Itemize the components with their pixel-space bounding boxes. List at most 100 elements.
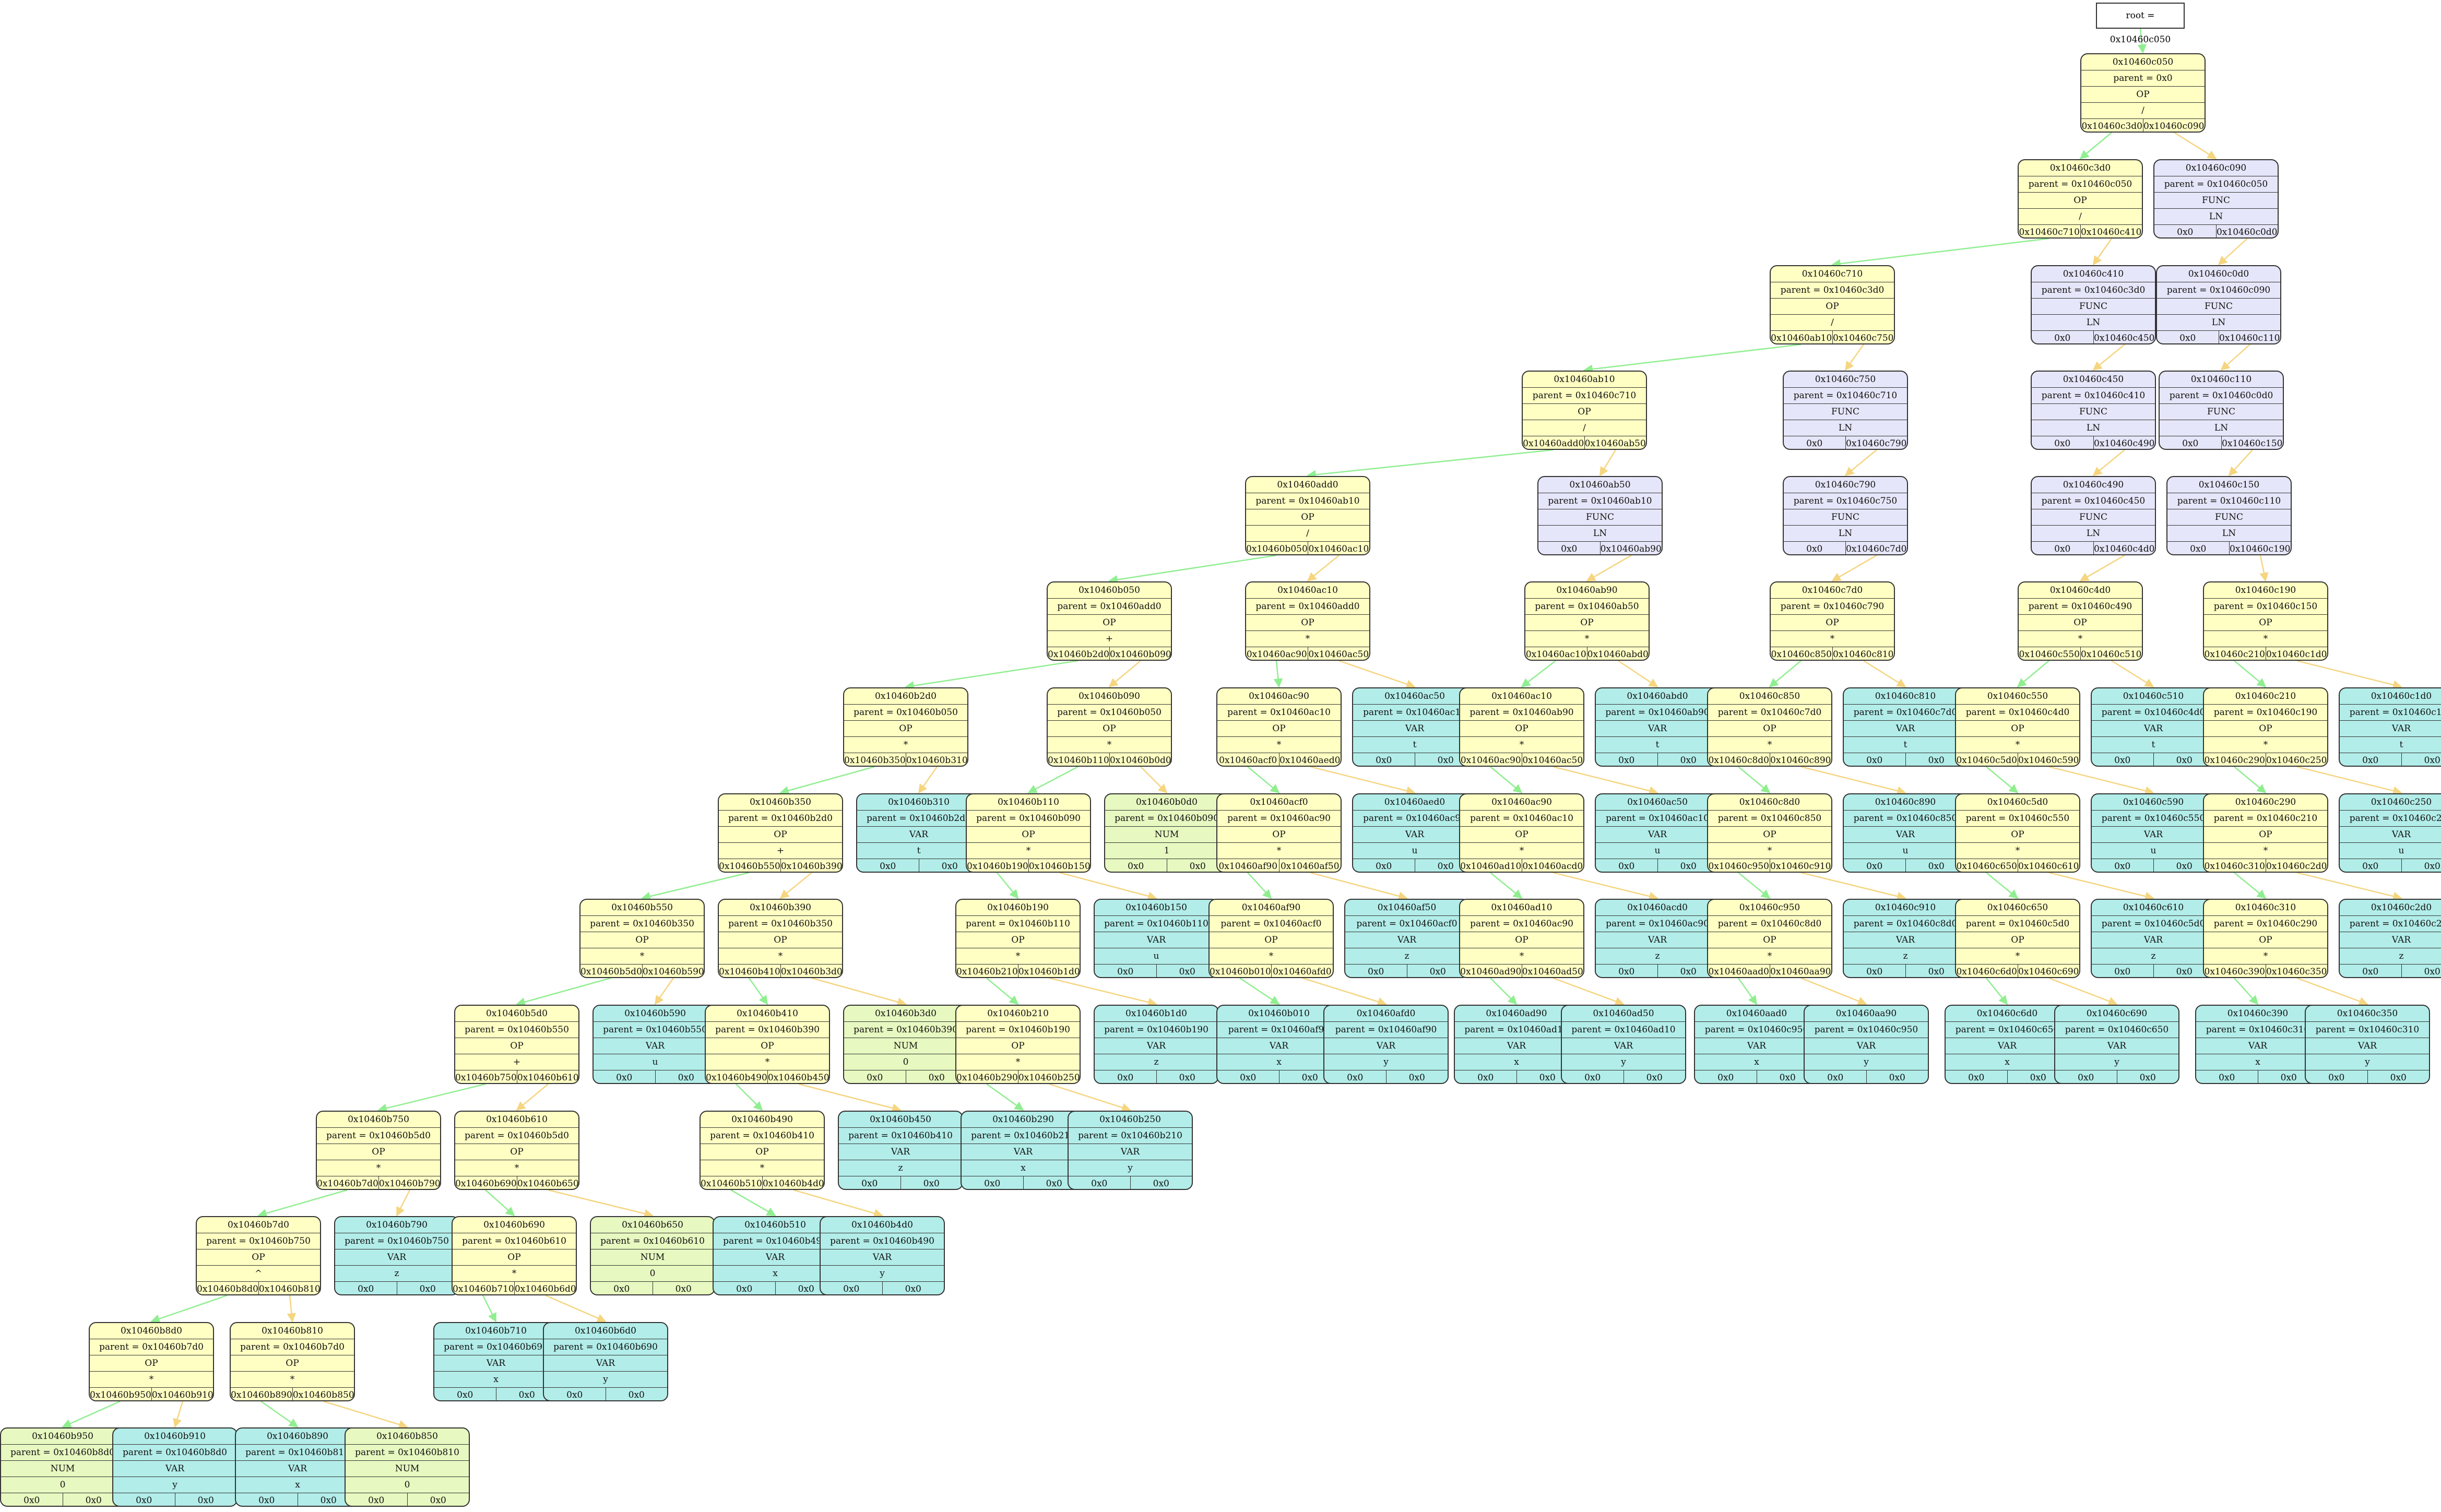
node-parent: parent = 0x10460b110: [1095, 916, 1218, 932]
root-label: root = 0x10460c050: [2096, 3, 2185, 45]
node-id: 0x10460b2d0: [844, 688, 967, 705]
node-left-child: 0x10460b490: [706, 1073, 767, 1083]
node-parent: parent = 0x10460ac10: [1596, 811, 1719, 827]
node-left-child: 0x10460c390: [2204, 967, 2265, 977]
node-type: VAR: [2092, 721, 2215, 737]
node-value: *: [1956, 948, 2079, 965]
node-parent: parent = 0x10460b350: [580, 916, 704, 932]
node-id: 0x10460b210: [956, 1006, 1080, 1022]
node-right-child: 0x10460acd0: [1521, 859, 1584, 872]
node-parent: parent = 0x10460c0d0: [2160, 388, 2283, 404]
node-id: 0x10460b690: [453, 1217, 576, 1233]
node-type: OP: [1708, 932, 1831, 948]
node-parent: parent = 0x10460b210: [1069, 1128, 1192, 1144]
node-type: FUNC: [2032, 299, 2155, 315]
node-id: 0x10460c6d0: [1946, 1006, 2069, 1022]
node-right-child: 0x10460c4d0: [2093, 542, 2155, 554]
node-parent: parent = 0x10460af90: [1324, 1022, 1448, 1038]
node-id: 0x10460c910: [1844, 900, 1967, 916]
node-type: VAR: [714, 1249, 837, 1266]
node-parent: parent = 0x10460ad10: [1455, 1022, 1578, 1038]
node-value: /: [1246, 526, 1369, 542]
node-value: +: [719, 843, 842, 859]
node-type: VAR: [113, 1461, 236, 1477]
node-type: OP: [1771, 615, 1894, 631]
node-type: OP: [197, 1249, 320, 1266]
edge-right: [1302, 977, 1387, 1006]
edge-right: [2296, 660, 2402, 689]
node-parent: parent = 0x10460c710: [1784, 388, 1907, 404]
node-right-child: 0x10460c610: [2017, 859, 2080, 872]
node-type: VAR: [1805, 1038, 1928, 1054]
node-type: FUNC: [2160, 404, 2283, 420]
edge-right: [1844, 449, 1877, 477]
edge-right: [1108, 660, 1141, 688]
node-id: 0x10460b150: [1095, 900, 1218, 916]
node-value: /: [1771, 315, 1894, 331]
node-right-child: 0x0: [495, 1388, 558, 1400]
node-id: 0x10460c610: [2092, 900, 2215, 916]
node-right-child: 0x10460c810: [1832, 647, 1894, 660]
node-right-child: 0x10460c590: [2017, 753, 2080, 766]
node-type: VAR: [821, 1249, 944, 1266]
node-left-child: 0x0: [1091, 1178, 1108, 1189]
node-type: FUNC: [1784, 509, 1907, 526]
node-type: OP: [1246, 615, 1369, 631]
edge-right: [1831, 554, 1877, 582]
node-type: OP: [2019, 193, 2142, 209]
node-right-child: 0x10460b590: [642, 965, 704, 977]
node-value: 0: [591, 1266, 714, 1282]
node-value: y: [2055, 1054, 2178, 1070]
node-parent: parent = 0x10460ac90: [1596, 916, 1719, 932]
node-left-child: 0x10460b8d0: [197, 1284, 258, 1294]
node-left-child: 0x0: [880, 861, 896, 872]
node-parent: parent = 0x10460c410: [2032, 388, 2155, 404]
node-parent: parent = 0x10460acf0: [1210, 916, 1333, 932]
node-id: 0x10460b050: [1048, 582, 1171, 599]
edge-right: [918, 766, 938, 794]
node-type: OP: [1956, 827, 2079, 843]
node-parent: parent = 0x10460b190: [1095, 1022, 1218, 1038]
node-id: 0x10460b650: [591, 1217, 714, 1233]
node-id: 0x10460b950: [1, 1428, 124, 1445]
node-id: 0x10460c1d0: [2340, 688, 2441, 705]
node-right-child: 0x10460c090: [2142, 119, 2205, 132]
node-left-child: 0x0: [616, 1073, 633, 1083]
node-parent: parent = 0x10460c290: [2204, 916, 2327, 932]
node-id: 0x10460b910: [113, 1428, 236, 1445]
node-type: VAR: [1353, 827, 1476, 843]
node-value: *: [956, 948, 1080, 965]
node-left-child: 0x0: [1128, 861, 1144, 872]
node-right-child: 0x0: [2401, 753, 2441, 766]
node-parent: parent = 0x0: [2081, 70, 2205, 87]
node-left-child: 0x0: [867, 1073, 883, 1083]
node-id: 0x10460c390: [2196, 1006, 2319, 1022]
edge-left: [1831, 237, 2049, 268]
node-id: 0x10460c050: [2081, 54, 2205, 70]
node-parent: parent = 0x10460c310: [2306, 1022, 2429, 1038]
node-left-child: 0x10460ac10: [1525, 649, 1586, 660]
node-right-child: 0x10460b910: [151, 1388, 213, 1400]
node-value: *: [231, 1372, 354, 1388]
node-type: VAR: [2340, 721, 2441, 737]
node-right-child: 0x0: [918, 859, 981, 872]
node-value: 0: [346, 1477, 469, 1493]
node-right-child: 0x0: [407, 1493, 469, 1506]
node-type: OP: [719, 932, 842, 948]
node-left-child: 0x0: [1866, 861, 1883, 872]
node-type: FUNC: [2167, 509, 2291, 526]
node-right-child: 0x0: [2257, 1070, 2320, 1083]
node-id: 0x10460ab10: [1523, 372, 1646, 388]
node-parent: parent = 0x10460c650: [1946, 1022, 2069, 1038]
